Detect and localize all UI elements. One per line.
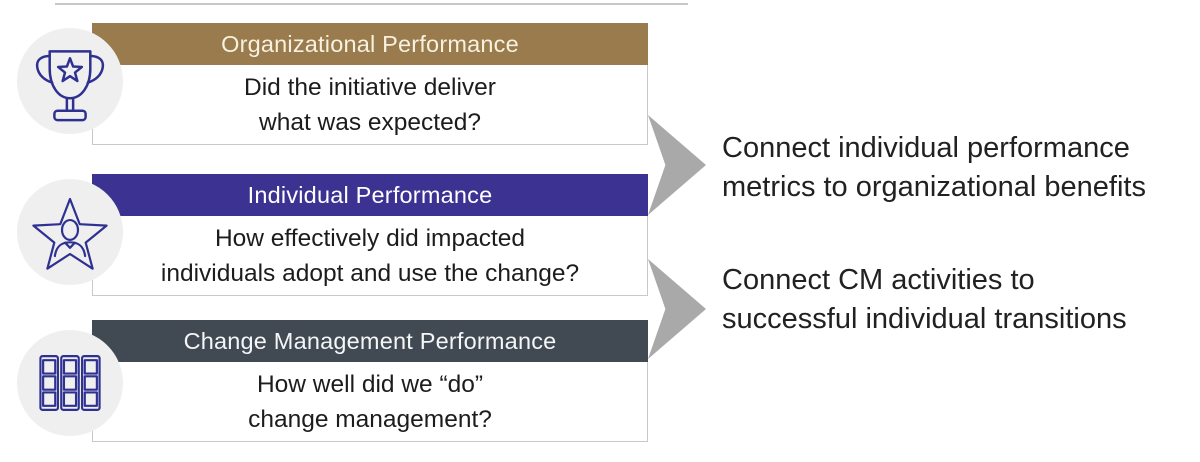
card-organizational-body: Did the initiative deliver what was expe… xyxy=(92,65,648,145)
callout-cm-to-transitions: Connect CM activities to successful indi… xyxy=(722,261,1127,339)
chevron-right-arrow-bottom xyxy=(648,259,706,359)
card-change-management-line-1: How well did we “do” xyxy=(256,370,484,398)
card-individual-header: Individual Performance xyxy=(92,174,648,216)
card-organizational-line-1: Did the initiative deliver xyxy=(244,73,496,101)
board-icon-circle xyxy=(17,330,123,436)
callout-top-line-1: Connect individual performance xyxy=(722,132,1130,164)
card-individual-body: How effectively did impacted individuals… xyxy=(92,216,648,296)
card-individual-title: Individual Performance xyxy=(247,181,493,208)
callout-individual-to-organizational: Connect individual performance metrics t… xyxy=(722,129,1146,207)
callout-top-line-2: metrics to organizational benefits xyxy=(722,171,1146,203)
decorative-top-line xyxy=(55,3,688,5)
star-person-icon-circle xyxy=(17,179,123,285)
card-change-management-body: How well did we “do” change management? xyxy=(92,362,648,442)
card-change-management-title: Change Management Performance xyxy=(183,327,557,354)
card-change-management-line-2: change management? xyxy=(248,405,492,433)
card-individual-line-1: How effectively did impacted xyxy=(214,224,526,252)
card-organizational-performance: Organizational Performance Did the initi… xyxy=(92,23,648,145)
card-change-management-performance: Change Management Performance How well d… xyxy=(92,320,648,442)
callout-bottom-line-2: successful individual transitions xyxy=(722,303,1127,335)
trophy-icon xyxy=(35,50,105,122)
card-organizational-title: Organizational Performance xyxy=(221,30,519,57)
card-individual-performance: Individual Performance How effectively d… xyxy=(92,174,648,296)
card-organizational-line-2: what was expected? xyxy=(259,108,481,136)
card-individual-line-2: individuals adopt and use the change? xyxy=(160,259,580,287)
star-person-icon xyxy=(32,197,108,270)
callout-bottom-line-1: Connect CM activities to xyxy=(722,264,1035,296)
trophy-icon-circle xyxy=(17,28,123,134)
chevron-right-arrow-top xyxy=(648,115,706,215)
board-icon xyxy=(39,355,101,411)
card-change-management-header: Change Management Performance xyxy=(92,320,648,362)
card-organizational-header: Organizational Performance xyxy=(92,23,648,65)
